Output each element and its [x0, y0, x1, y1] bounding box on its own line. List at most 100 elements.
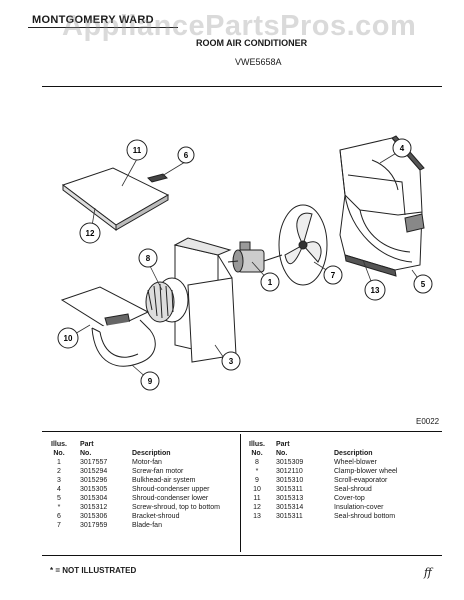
description-cell: Shroud-condenser lower: [132, 495, 209, 502]
table-row: 7 3017959 Blade-fan: [46, 521, 220, 530]
description-cell: Bracket-shroud: [132, 513, 180, 520]
illus-cell: 7: [57, 522, 61, 529]
svg-text:11: 11: [133, 146, 142, 155]
part-fan-motor: [227, 241, 283, 273]
part-bracket-shroud: [147, 173, 168, 183]
diagram-code: E0022: [416, 417, 440, 426]
document-subtitle: ROOM AIR CONDITIONER: [196, 38, 308, 48]
illus-cell: 4: [57, 486, 61, 493]
handwritten-mark: ff: [424, 566, 432, 579]
part-bulkhead: [173, 237, 237, 363]
svg-text:10: 10: [64, 334, 73, 343]
brand-underline: [28, 27, 178, 28]
illus-cell: 10: [253, 486, 261, 493]
callout-10: 10: [57, 327, 79, 349]
table-bottom-rule: [42, 555, 442, 556]
part-condenser-shroud: [339, 135, 425, 277]
illus-cell: 12: [253, 504, 261, 511]
part-number-cell: 3015305: [80, 486, 108, 493]
not-illustrated-note: * = NOT ILLUSTRATED: [50, 566, 137, 575]
description-cell: Screw-shroud, top to bottom: [132, 504, 220, 511]
svg-text:9: 9: [148, 377, 153, 386]
callout-12: 12: [79, 222, 101, 244]
part-number-cell: 3015314: [276, 504, 304, 511]
part-number-cell: 3015306: [80, 513, 108, 520]
callout-3: 3: [221, 351, 241, 371]
illus-cell: 1: [57, 459, 61, 466]
callout-8: 8: [138, 248, 158, 268]
part-number-cell: 3012110: [276, 468, 303, 475]
illus-cell: 2: [57, 468, 61, 475]
part-evaporator-scroll: [60, 286, 156, 367]
table-divider: [240, 434, 241, 552]
illus-header: Illus.No.: [249, 441, 265, 457]
description-header: Description: [334, 450, 373, 457]
table-row: 9 3015310 Scroll-evaporator: [244, 476, 397, 485]
svg-text:12: 12: [86, 229, 95, 238]
part-cover-top: [61, 167, 170, 232]
part-number-cell: 3015310: [276, 477, 304, 484]
callout-6: 6: [177, 146, 195, 164]
part-number-cell: 3017557: [80, 459, 108, 466]
illus-cell: 13: [253, 513, 261, 520]
part-blower-wheel: [145, 277, 189, 323]
part-number-cell: 3015311: [276, 486, 303, 493]
svg-text:13: 13: [371, 286, 380, 295]
table-row: 12 3015314 Insulation-cover: [244, 503, 397, 512]
svg-text:8: 8: [146, 254, 151, 263]
part-number-cell: 3015309: [276, 459, 304, 466]
top-rule: [42, 86, 442, 87]
description-cell: Seal-shroud: [334, 486, 372, 493]
part-fan-blade: [278, 204, 328, 286]
table-row: 4 3015305 Shroud-condenser upper: [46, 485, 220, 494]
table-row: 2 3015294 Screw-fan motor: [46, 467, 220, 476]
illus-header: Illus.No.: [51, 441, 67, 457]
callout-7: 7: [323, 265, 343, 285]
description-cell: Screw-fan motor: [132, 468, 184, 475]
svg-text:1: 1: [268, 278, 273, 287]
svg-text:4: 4: [400, 144, 405, 153]
description-cell: Bulkhead-air system: [132, 477, 196, 484]
part-number-cell: 3015304: [80, 495, 108, 502]
callout-9: 9: [140, 371, 160, 391]
table-row: 10 3015311 Seal-shroud: [244, 485, 397, 494]
table-row: * 3015312 Screw-shroud, top to bottom: [46, 503, 220, 512]
illus-cell: *: [255, 468, 259, 475]
callout-4: 4: [392, 138, 412, 158]
illus-cell: 6: [57, 513, 61, 520]
callout-1: 1: [260, 272, 280, 292]
callout-5: 5: [413, 274, 433, 294]
table-top-rule: [42, 431, 442, 432]
part-number-cell: 3015312: [80, 504, 108, 511]
watermark: AppliancePartsPros.com: [62, 10, 417, 42]
part-number-cell: 3015313: [276, 495, 304, 502]
illus-cell: 9: [255, 477, 259, 484]
description-cell: Blade-fan: [132, 522, 162, 529]
svg-text:7: 7: [331, 271, 336, 280]
part-number-cell: 3015311: [276, 513, 303, 520]
illus-cell: *: [57, 504, 61, 511]
description-cell: Clamp-blower wheel: [334, 468, 398, 475]
part-number-cell: 3015294: [80, 468, 108, 475]
brand-name: MONTGOMERY WARD: [32, 14, 154, 26]
svg-text:3: 3: [229, 357, 234, 366]
table-row: 1 3017557 Motor-fan: [46, 458, 220, 467]
illus-cell: 11: [253, 495, 261, 502]
part-number-cell: 3017959: [80, 522, 108, 529]
description-cell: Motor-fan: [132, 459, 162, 466]
description-cell: Shroud-condenser upper: [132, 486, 210, 493]
description-cell: Scroll-evaporator: [334, 477, 388, 484]
part-number-cell: 3015296: [80, 477, 108, 484]
illus-cell: 3: [57, 477, 61, 484]
description-cell: Insulation-cover: [334, 504, 384, 511]
description-cell: Cover-top: [334, 495, 365, 502]
